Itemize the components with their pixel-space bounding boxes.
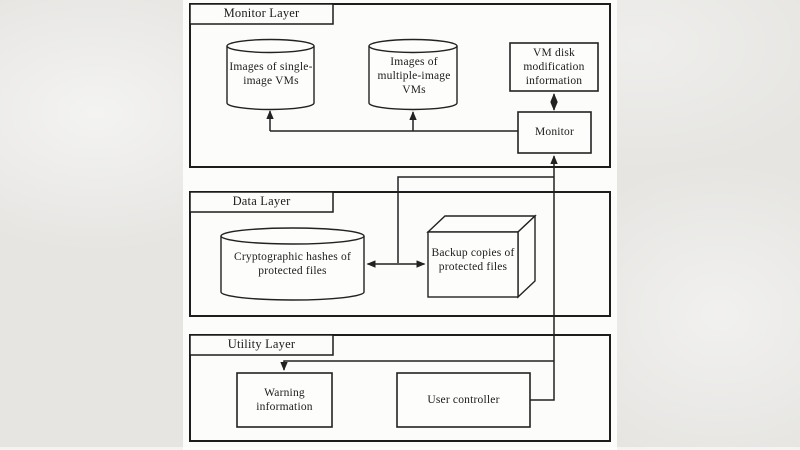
arrow-trunk-to-warning <box>280 360 554 371</box>
utility-layer-label: Utility Layer <box>227 337 296 352</box>
data-layer-label: Data Layer <box>232 194 291 209</box>
crypto-hashes-cylinder <box>220 227 365 301</box>
backup-copies-label: Backup copies of protected files <box>431 246 515 273</box>
monitor-box <box>517 111 592 154</box>
vm-disk-info-label: VM disk modification information <box>523 46 585 87</box>
warning-info-label: Warning information <box>256 386 313 413</box>
user-controller-box <box>396 372 531 428</box>
multiple-image-vms-label: Images of multiple-image VMs <box>377 55 451 96</box>
utility-layer-label-box <box>189 334 334 356</box>
arrow-usercontroller-to-monitor <box>530 155 558 401</box>
warning-info-box <box>236 372 333 428</box>
crypto-hashes-label: Cryptographic hashes of protected files <box>233 250 352 277</box>
user-controller-label: User controller <box>427 393 500 406</box>
monitor-label: Monitor <box>534 126 575 139</box>
multiple-image-vms-cylinder <box>368 38 458 111</box>
bottom-edge-strip <box>0 447 800 450</box>
trunk-branch-to-data-link <box>397 176 554 263</box>
data-layer-label-box <box>189 191 334 213</box>
single-image-vms-cylinder <box>226 38 315 111</box>
vm-disk-info-box <box>509 42 599 92</box>
monitor-layer-label-box <box>189 3 334 25</box>
backup-copies-cube <box>426 214 537 299</box>
single-image-vms-label: Images of single-image VMs <box>229 60 313 87</box>
monitor-layer-label: Monitor Layer <box>223 6 300 21</box>
